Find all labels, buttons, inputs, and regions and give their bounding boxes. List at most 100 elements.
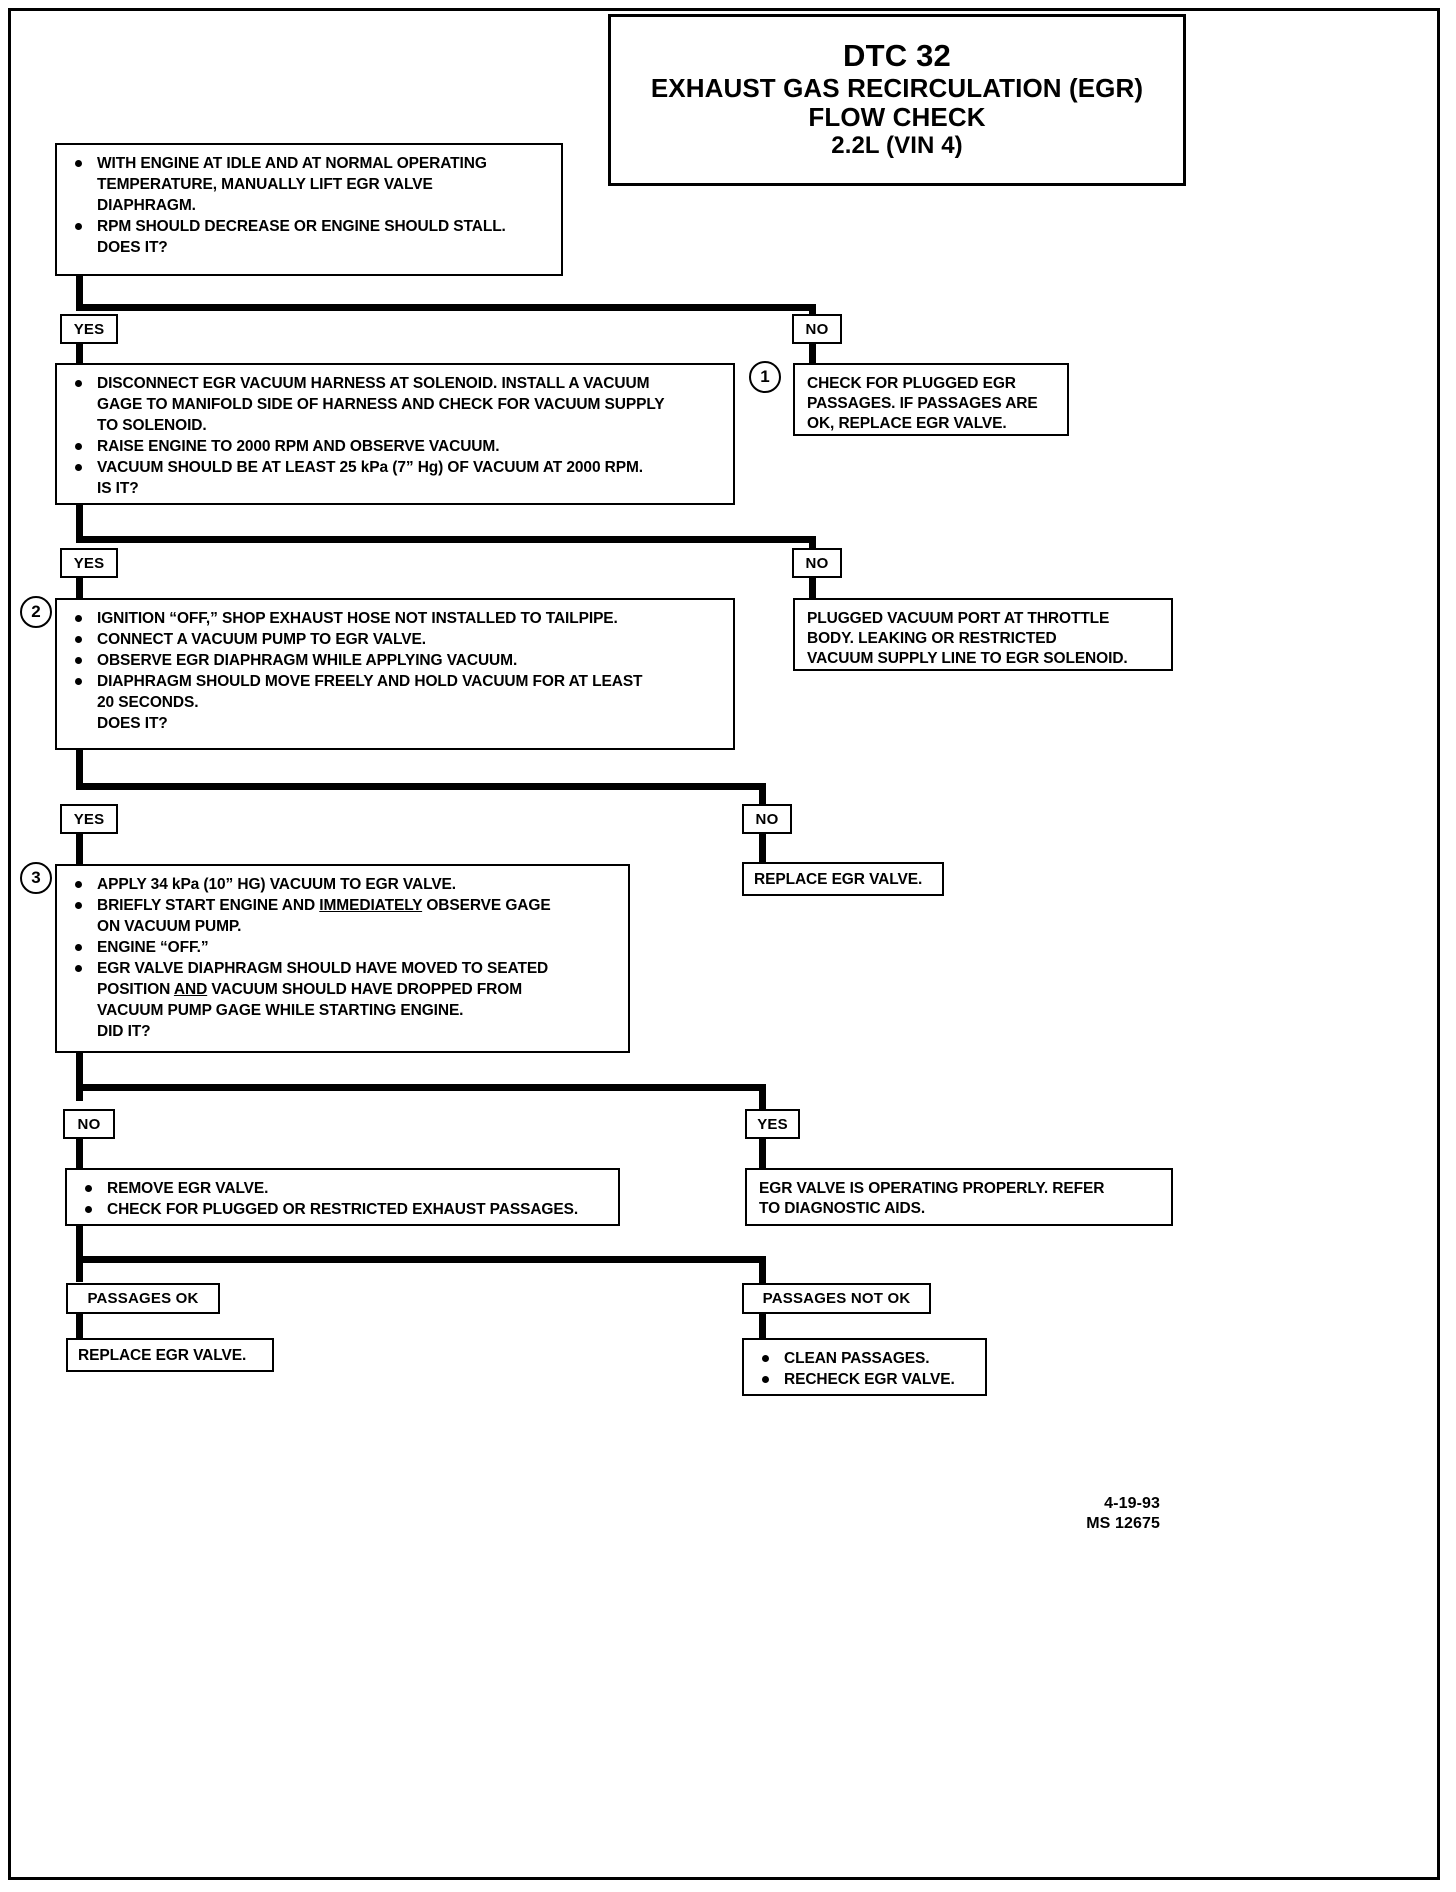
connector-yes3-down (76, 834, 83, 864)
connector-no2-down (809, 578, 816, 601)
box-step4-line-5a: POSITION (97, 980, 174, 998)
box-check-plugged-line-1: PASSAGES. IF PASSAGES ARE (807, 394, 1038, 412)
box-operating-properly-line-1: TO DIAGNOSTIC AIDS. (759, 1199, 926, 1217)
connector-step2-stem (76, 505, 83, 543)
branch-no-1: NO (792, 314, 842, 344)
box-operating-properly: EGR VALVE IS OPERATING PROPERLY. REFER T… (745, 1168, 1173, 1226)
box-check-plugged: CHECK FOR PLUGGED EGR PASSAGES. IF PASSA… (793, 363, 1069, 436)
box-check-plugged-line-0: CHECK FOR PLUGGED EGR (807, 375, 1016, 392)
title-system: EXHAUST GAS RECIRCULATION (EGR) (650, 73, 1144, 104)
title-block: DTC 32 EXHAUST GAS RECIRCULATION (EGR) F… (608, 14, 1186, 186)
box-step4-line-7: DID IT? (97, 1022, 151, 1040)
connector-no4-down (76, 1139, 83, 1171)
branch-yes-1: YES (60, 314, 118, 344)
branch-passages-ok: PASSAGES OK (66, 1283, 220, 1314)
connector-step3-no-stem (759, 783, 766, 804)
branch-no-3: NO (742, 804, 792, 834)
connector-no1-down (809, 344, 816, 366)
branch-no-2-label: NO (805, 554, 829, 572)
box-step3-line-4: 20 SECONDS. (97, 693, 199, 711)
footer-code: MS 12675 (1086, 1515, 1160, 1533)
connector-step1-horizontal (76, 304, 816, 311)
step-number-1-label: 1 (760, 367, 770, 386)
box-plugged-port-line-2: VACUUM SUPPLY LINE TO EGR SOLENOID. (807, 649, 1128, 667)
connector-yes4-down (759, 1139, 766, 1171)
branch-passages-not-ok-label: PASSAGES NOT OK (762, 1290, 911, 1307)
connector-step2-horizontal (76, 536, 816, 543)
box-step4-line-5-underlined: AND (173, 980, 208, 998)
box-step3: IGNITION “OFF,” SHOP EXHAUST HOSE NOT IN… (55, 598, 735, 750)
connector-step4-yes-stem (759, 1084, 766, 1109)
connector-step3-stem (76, 750, 83, 790)
footer-date: 4-19-93 (1104, 1495, 1160, 1512)
branch-yes-3: YES (60, 804, 118, 834)
box-step2-line-2: TO SOLENOID. (97, 416, 207, 434)
box-step4-line-1-underlined: IMMEDIATELY (319, 896, 423, 914)
box-remove-valve-line-0: REMOVE EGR VALVE. (77, 1179, 606, 1199)
connector-passages-ok-down (76, 1314, 83, 1340)
box-step3-line-0: IGNITION “OFF,” SHOP EXHAUST HOSE NOT IN… (67, 609, 721, 629)
box-step3-line-1: CONNECT A VACUUM PUMP TO EGR VALVE. (67, 630, 721, 650)
box-step4: APPLY 34 kPa (10” HG) VACUUM TO EGR VALV… (55, 864, 630, 1053)
connector-step1-no-stem (809, 304, 816, 316)
box-step4-line-3: ENGINE “OFF.” (67, 938, 616, 958)
box-step4-line-5b: VACUUM SHOULD HAVE DROPPED FROM (207, 980, 523, 998)
box-clean-passages-line-0: CLEAN PASSAGES. (754, 1349, 973, 1369)
box-plugged-port-line-1: BODY. LEAKING OR RESTRICTED (807, 629, 1057, 647)
branch-no-1-label: NO (805, 320, 829, 338)
branch-yes-4: YES (745, 1109, 800, 1139)
box-clean-passages-line-1: RECHECK EGR VALVE. (754, 1370, 973, 1390)
branch-yes-4-label: YES (757, 1115, 788, 1133)
box-step1: WITH ENGINE AT IDLE AND AT NORMAL OPERAT… (55, 143, 563, 276)
title-check: FLOW CHECK (808, 102, 986, 133)
box-plugged-port-line-0: PLUGGED VACUUM PORT AT THROTTLE (807, 610, 1110, 627)
box-step1-line-3: RPM SHOULD DECREASE OR ENGINE SHOULD STA… (67, 217, 549, 237)
connector-passages-notok-stem (759, 1256, 766, 1283)
connector-step3-horizontal (76, 783, 766, 790)
connector-step1-stem (76, 276, 83, 310)
box-step2: DISCONNECT EGR VACUUM HARNESS AT SOLENOI… (55, 363, 735, 505)
connector-yes1-down (76, 344, 83, 366)
box-step4-line-1a: BRIEFLY START ENGINE AND (97, 896, 320, 914)
step-number-2: 2 (20, 596, 52, 628)
box-step4-line-2: ON VACUUM PUMP. (97, 917, 242, 935)
box-replace-valve-bottom-line-0: REPLACE EGR VALVE. (78, 1347, 247, 1364)
box-step1-line-2: DIAPHRAGM. (97, 196, 196, 214)
box-step4-line-6: VACUUM PUMP GAGE WHILE STARTING ENGINE. (97, 1001, 464, 1019)
connector-remove-valve-stem (76, 1226, 83, 1282)
branch-no-2: NO (792, 548, 842, 578)
connector-step4-horizontal (76, 1084, 766, 1091)
step-number-2-label: 2 (31, 602, 41, 621)
box-replace-valve-right: REPLACE EGR VALVE. (742, 862, 944, 896)
branch-passages-ok-label: PASSAGES OK (87, 1290, 199, 1307)
connector-passages-notok-down (759, 1314, 766, 1340)
box-step4-line-1: BRIEFLY START ENGINE AND IMMEDIATELY OBS… (67, 896, 616, 916)
step-number-3-label: 3 (31, 868, 41, 887)
box-step1-line-0: WITH ENGINE AT IDLE AND AT NORMAL OPERAT… (67, 154, 549, 174)
title-dtc: DTC 32 (842, 38, 951, 74)
box-operating-properly-line-0: EGR VALVE IS OPERATING PROPERLY. REFER (759, 1180, 1105, 1197)
page-border (8, 8, 1440, 1880)
branch-no-4: NO (63, 1109, 115, 1139)
footer: 4-19-93 MS 12675 (960, 1494, 1160, 1535)
box-step4-line-4: EGR VALVE DIAPHRAGM SHOULD HAVE MOVED TO… (67, 959, 616, 979)
box-step4-line-5: POSITION AND VACUUM SHOULD HAVE DROPPED … (67, 980, 616, 1000)
box-step1-line-1: TEMPERATURE, MANUALLY LIFT EGR VALVE (97, 175, 433, 193)
box-step4-line-1b: OBSERVE GAGE (422, 896, 551, 914)
connector-step2-no-stem (809, 536, 816, 550)
branch-no-4-label: NO (77, 1115, 101, 1133)
branch-yes-3-label: YES (73, 810, 105, 828)
box-remove-valve-line-1: CHECK FOR PLUGGED OR RESTRICTED EXHAUST … (77, 1200, 606, 1220)
box-step3-line-2: OBSERVE EGR DIAPHRAGM WHILE APPLYING VAC… (67, 651, 721, 671)
box-step3-line-5: DOES IT? (97, 714, 168, 732)
box-remove-valve: REMOVE EGR VALVE. CHECK FOR PLUGGED OR R… (65, 1168, 620, 1226)
box-step2-line-3: RAISE ENGINE TO 2000 RPM AND OBSERVE VAC… (67, 437, 721, 457)
connector-passages-horizontal (76, 1256, 766, 1263)
branch-passages-not-ok: PASSAGES NOT OK (742, 1283, 931, 1314)
box-step2-line-0: DISCONNECT EGR VACUUM HARNESS AT SOLENOI… (67, 374, 721, 394)
box-step1-line-4: DOES IT? (97, 238, 168, 256)
branch-yes-1-label: YES (73, 320, 105, 338)
box-replace-valve-bottom: REPLACE EGR VALVE. (66, 1338, 274, 1372)
box-step2-line-5: IS IT? (97, 479, 139, 497)
